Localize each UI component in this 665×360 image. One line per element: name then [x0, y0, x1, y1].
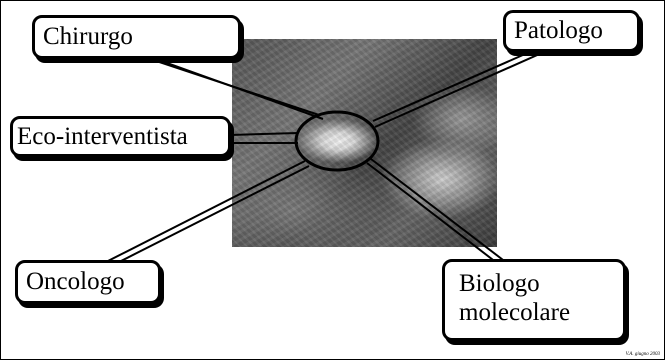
- label-chirurgo: Chirurgo: [32, 15, 241, 59]
- label-biologo-line2: molecolare: [459, 298, 623, 327]
- label-eco-interventista: Eco-interventista: [10, 116, 231, 157]
- connector-oncologo: [104, 161, 309, 263]
- label-oncologo-text: Oncologo: [26, 268, 125, 295]
- label-eco-interventista-text: Eco-interventista: [17, 123, 188, 150]
- connector-chirurgo: [126, 51, 323, 119]
- label-oncologo: Oncologo: [15, 260, 161, 304]
- label-biologo-line1: Biologo: [459, 269, 623, 298]
- connector-biologo: [367, 159, 507, 263]
- label-patologo: Patologo: [503, 10, 640, 52]
- label-chirurgo-text: Chirurgo: [43, 23, 133, 50]
- footer-credit: V.A. giugno 2003: [626, 352, 660, 357]
- connector-eco: [230, 133, 298, 143]
- label-biologo-molecolare: Biologo molecolare: [442, 259, 626, 341]
- focus-ellipse: [296, 112, 378, 170]
- label-patologo-text: Patologo: [514, 17, 603, 44]
- connector-patologo: [373, 47, 553, 127]
